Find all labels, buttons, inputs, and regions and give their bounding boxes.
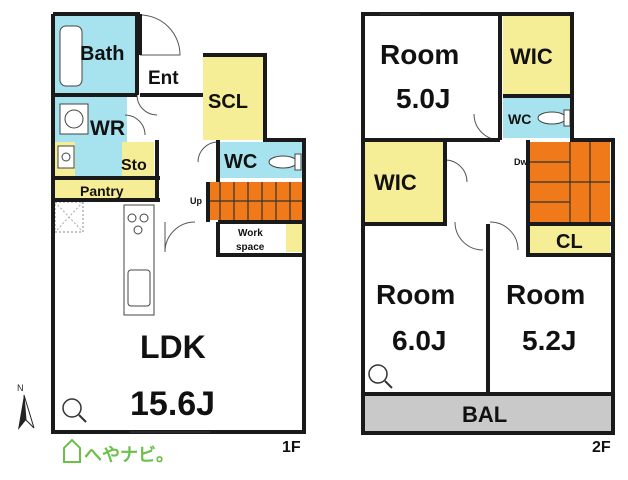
door-room-b [454, 221, 484, 251]
label-wic-top: WIC [510, 44, 553, 69]
label-room-c-size: 5.2J [522, 325, 577, 356]
label-wc-2f: WC [508, 111, 531, 127]
kitchen-icon [123, 204, 155, 316]
label-ldk-size: 15.6J [130, 385, 215, 423]
door-ldk [164, 221, 196, 253]
washbasin-icon [57, 145, 75, 169]
brand-logo: へやナビ。 [63, 438, 174, 466]
label-pantry: Pantry [80, 183, 124, 199]
label-room-c: Room [506, 279, 585, 310]
label-room-b-size: 6.0J [392, 325, 447, 356]
label-dw: Dw [514, 157, 528, 167]
door-wic-left [444, 159, 468, 183]
camera-icon-2f [368, 364, 393, 389]
cl-area [530, 225, 610, 255]
label-wr: WR [90, 117, 125, 140]
stairs-1f [208, 182, 304, 220]
bal-area [365, 395, 613, 431]
label-room-a-size: 5.0J [396, 83, 451, 114]
svg-text:N: N [17, 383, 24, 393]
toilet-icon [268, 153, 302, 171]
logo-text: へやナビ。 [84, 445, 174, 466]
walls-2f [361, 12, 615, 435]
entry-tile [54, 201, 84, 233]
toilet-2f-icon [537, 109, 571, 127]
north-arrow-icon: N [17, 383, 35, 430]
workspace-side [286, 224, 302, 252]
label-scl: SCL [208, 91, 248, 113]
washing-machine-icon [59, 103, 89, 135]
label-room-a: Room [380, 39, 459, 70]
door-wr [124, 114, 146, 136]
scl-area [203, 55, 265, 140]
label-sto: Sto [121, 157, 147, 174]
wic-top-area [503, 16, 570, 96]
camera-icon-1f [62, 398, 87, 423]
label-wic-left: WIC [374, 170, 417, 195]
bathtub-icon [59, 25, 83, 87]
door-ent [139, 14, 181, 56]
label-ldk: LDK [140, 329, 206, 365]
door-room-a [473, 113, 501, 141]
label-floor-2f: 2F [592, 439, 611, 456]
stairs-2f [530, 142, 610, 222]
label-bath: Bath [80, 43, 124, 65]
door-room-c [489, 221, 519, 251]
label-up: Up [190, 196, 202, 206]
label-ent: Ent [148, 68, 179, 89]
label-room-b: Room [376, 279, 455, 310]
label-cl: CL [556, 231, 583, 253]
label-bal: BAL [462, 402, 507, 427]
door-bath [136, 94, 158, 116]
label-floor-1f: 1F [282, 439, 301, 456]
label-workspace-1: Work [238, 228, 263, 239]
label-wc-1f: WC [224, 151, 257, 173]
wic-left-area [365, 142, 447, 224]
pantry-area [55, 180, 157, 198]
sto-area [122, 142, 154, 180]
door-wc [197, 141, 219, 163]
floor-1f: Bath Ent SCL WR Sto Pantry WC Up Work sp… [17, 12, 306, 456]
label-workspace-2: space [236, 242, 265, 253]
house-logo-icon [63, 438, 81, 463]
floor-2f: Room 5.0J WIC WC WIC Dw Room 6.0J Room 5… [361, 12, 615, 456]
